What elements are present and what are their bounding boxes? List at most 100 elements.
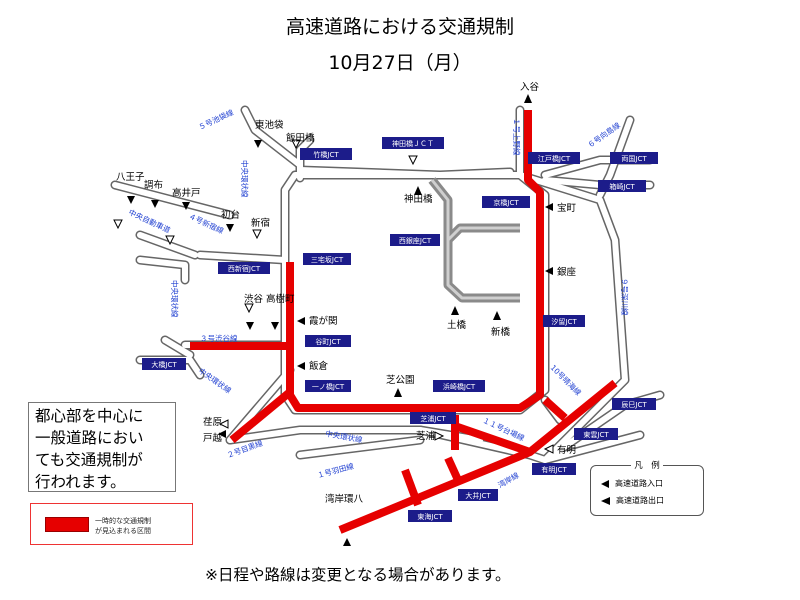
place-hachioji: 八王子 [116,172,145,183]
place-wangankanpachi: 湾岸環八 [325,493,364,505]
route-10harumi: 10号晴海線 [549,362,584,397]
exit-4go-icon [165,235,175,246]
svg-text:竹橋JCT: 竹橋JCT [313,150,339,159]
map-legend: 凡 例 高速道路入口 高速道路出口 [590,461,704,516]
notice-box: 都心部を中心に 一般道路におい ても交通規制が 行われます。 [28,402,176,492]
place-takaido: 高井戸 [172,187,201,199]
notice-line: ても交通規制が [35,451,143,469]
svg-text:東海JCT: 東海JCT [417,512,443,521]
page-title: 高速道路における交通規制 [285,16,514,38]
entrance-shibakoen-icon [394,388,402,397]
entrance-shibuya-icon [246,322,254,330]
svg-text:谷町JCT: 谷町JCT [315,337,341,346]
place-shibuya: 渋谷 [244,293,264,305]
map-legend-title: 凡 例 [591,459,703,471]
entrance-exit-markers [113,94,554,546]
place-iikura: 飯倉 [309,360,329,372]
route-3shibuya: ３号渋谷線 [200,333,238,343]
junction-tokai: 東海JCT [408,510,452,522]
entrance-chofu-icon [151,200,159,208]
notice-line: 一般道路におい [35,429,144,447]
exit-kandabashi-jct-icon [408,155,418,166]
entrance-tsuchihashi-icon [451,306,459,315]
entrance-togoshi-icon [218,430,226,438]
svg-text:有明JCT: 有明JCT [541,465,567,474]
entrance-takaracho-icon [545,203,553,211]
route-9fukagawa: ９号深川線 [620,278,630,316]
svg-text:大井JCT: 大井JCT [465,491,491,500]
svg-text:神田橋ＪＣＴ: 神田橋ＪＣＴ [392,139,434,148]
route-chuokanjo-w: 中央環状線 [170,280,180,318]
route-chuokanjo-sw: 中央環状線 [197,365,234,395]
entrance-kandabashi-icon [414,186,422,195]
svg-text:江戸橋JCT: 江戸橋JCT [538,154,571,163]
exit-shibuya-icon [244,303,254,314]
place-takaracho: 宝町 [557,202,577,214]
place-ariake: 有明 [557,444,576,456]
svg-text:箱崎JCT: 箱崎JCT [609,182,635,191]
notice-line: 行われます。 [35,473,126,491]
route-chuokanjo-n: 中央環状線 [240,160,250,198]
route-1haneda: １号羽田線 [316,460,355,479]
route-wangan: 湾岸線 [496,470,521,490]
entrance-iikura-icon [297,362,305,370]
junction-shibaura: 芝浦JCT [410,412,456,424]
junction-ryogoku: 両国JCT [610,152,658,164]
place-hatsudai: 初台 [221,209,240,221]
place-ebara: 荏原 [203,417,222,428]
exit-ebara-icon [218,419,229,429]
restriction-legend-text: 一時的な交通規制 が見込まれる区間 [95,517,151,535]
legend-exit: 高速道路出口 [601,495,664,506]
place-takagicho: 高樹町 [266,293,295,305]
restriction-segments [190,110,618,534]
junction-ohashi: 大橋JCT [142,358,186,370]
svg-text:汐留JCT: 汐留JCT [551,317,577,326]
entrance-higashiikebukuro-icon [254,140,262,148]
exit-iidabashi-icon [291,139,301,150]
junction-oi: 大井JCT [458,489,498,501]
junction-nishiginza: 西銀座JCT [390,234,440,246]
legend-entrance: 高速道路入口 [601,478,663,489]
junction-shiokaze: 東雲JCT [574,428,618,440]
svg-text:西新宿JCT: 西新宿JCT [228,264,261,273]
place-tsuchihashi: 土橋 [447,319,467,331]
route-chuo-expressway: 中央自動車道 [127,207,172,235]
junction-shiodome: 汐留JCT [543,315,585,327]
svg-text:東雲JCT: 東雲JCT [583,430,609,439]
exit-ariake-icon [543,444,554,454]
junction-hamazakibashi: 浜崎橋JCT [433,380,485,392]
date-label: 10月27日（月） [328,52,472,74]
junction-edobashi: 江戸橋JCT [528,152,580,164]
restriction-legend: 一時的な交通規制 が見込まれる区間 [30,503,193,545]
exit-shibaura-icon [434,431,445,441]
place-kasumigaseki: 霞が関 [309,315,338,327]
entrance-wangankanpachi-icon [343,538,351,546]
svg-text:西銀座JCT: 西銀座JCT [399,236,432,245]
place-chofu: 調布 [144,179,163,191]
place-labels: 入谷 東池袋 飯田橋 神田橋 宝町 銀座 土橋 新橋 八王子 調布 高井戸 初台… [116,82,577,505]
svg-text:三宅坂JCT: 三宅坂JCT [311,255,344,264]
exit-chuo-icon [113,219,123,230]
place-ginza: 銀座 [557,266,577,278]
svg-text:辰巳JCT: 辰巳JCT [621,401,647,409]
entrance-shinbashi-icon [493,311,501,320]
junction-nishishinjuku: 西新宿JCT [218,262,270,274]
junction-boxes: 竹橋JCT 神田橋ＪＣＴ 江戸橋JCT 両国JCT 箱崎JCT 京橋JCT 西銀… [142,137,658,522]
entrance-iriya-icon [524,94,532,103]
svg-text:大橋JCT: 大橋JCT [151,360,177,369]
notice-line: 都心部を中心に [35,407,144,425]
junction-miyakezaka: 三宅坂JCT [303,253,351,265]
junction-tatsumi: 辰巳JCT [612,398,656,410]
svg-text:京橋JCT: 京橋JCT [493,198,519,207]
place-shinjuku: 新宿 [251,217,270,229]
entrance-icon [601,479,609,488]
route-1ueno: １号上野線 [512,118,522,156]
junction-ichinohashi: 一ノ橋JCT [305,380,351,392]
junction-ariake: 有明JCT [532,463,576,475]
place-kandabashi: 神田橋 [404,193,433,205]
junction-kandabashi: 神田橋ＪＣＴ [382,137,444,149]
exit-icon [601,496,610,505]
road-network [110,105,665,465]
place-shibaura: 芝浦 [416,430,436,442]
